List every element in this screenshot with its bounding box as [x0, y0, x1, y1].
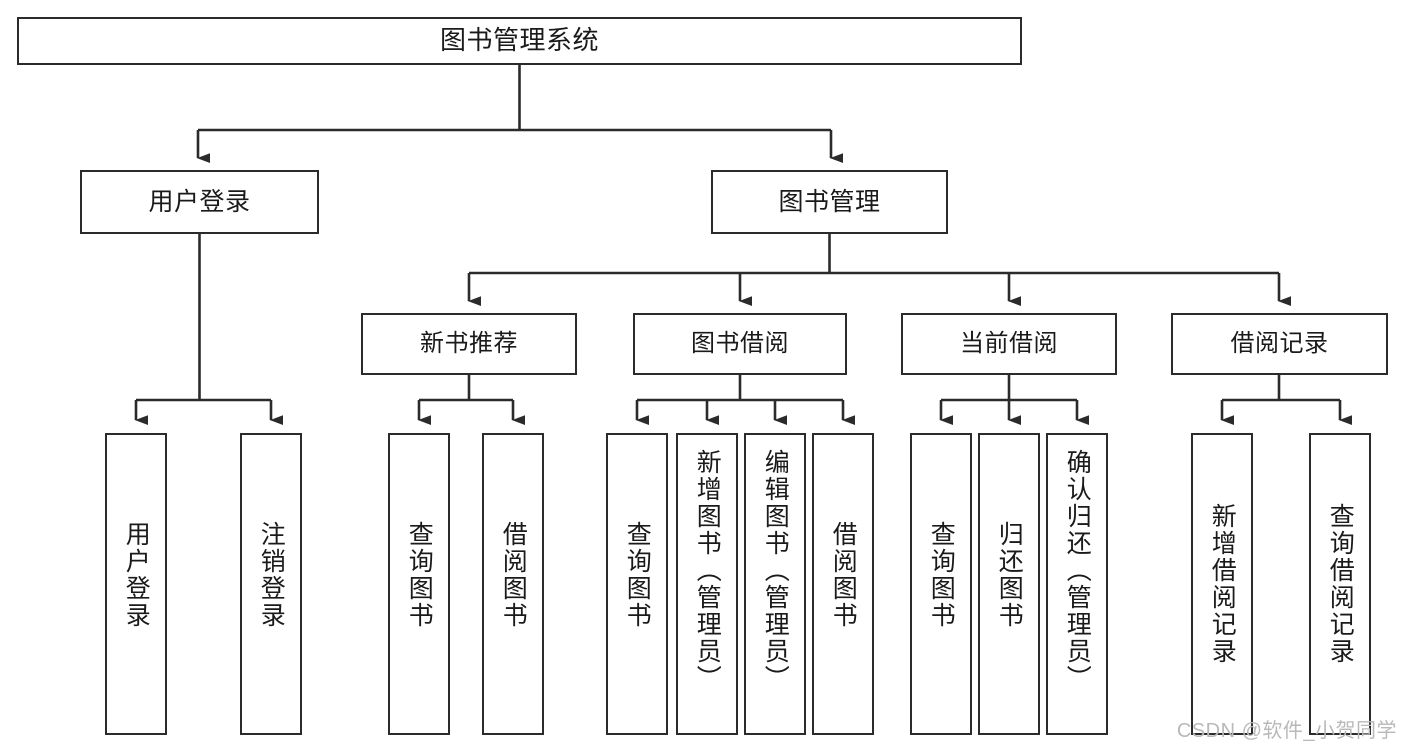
- node-label: 图书管理系统: [439, 25, 599, 56]
- leaf-confirm-return-admin[interactable]: 确认归还（管理员）: [1046, 433, 1108, 735]
- leaf-return-book[interactable]: 归还图书: [978, 433, 1040, 735]
- node-label: 归还图书: [995, 521, 1024, 629]
- leaf-add-book-admin[interactable]: 新增图书（管理员）: [676, 433, 738, 735]
- node-user-login[interactable]: 用户登录: [80, 170, 319, 234]
- leaf-user-login[interactable]: 用户登录: [105, 433, 167, 735]
- leaf-query-borrow-record[interactable]: 查询借阅记录: [1309, 433, 1371, 735]
- leaf-query-book-current[interactable]: 查询图书: [910, 433, 972, 735]
- node-label: 注销登录: [257, 521, 286, 629]
- node-label: 当前借阅: [960, 329, 1058, 357]
- node-label: 用户登录: [148, 188, 251, 216]
- csdn-watermark: CSDN @软件_小贺同学: [1176, 720, 1397, 742]
- node-book-management[interactable]: 图书管理: [711, 170, 948, 234]
- node-label: 确认归还（管理员）: [1063, 449, 1092, 692]
- node-label: 图书借阅: [691, 329, 789, 357]
- node-borrow-record[interactable]: 借阅记录: [1171, 313, 1388, 375]
- leaf-borrow-book-recommend[interactable]: 借阅图书: [482, 433, 544, 735]
- leaf-query-book-borrow[interactable]: 查询图书: [606, 433, 668, 735]
- node-label: 查询借阅记录: [1326, 503, 1355, 665]
- leaf-query-book-recommend[interactable]: 查询图书: [388, 433, 450, 735]
- node-book-borrow[interactable]: 图书借阅: [633, 313, 847, 375]
- leaf-borrow-book[interactable]: 借阅图书: [812, 433, 874, 735]
- node-label: 新增借阅记录: [1208, 503, 1237, 665]
- node-label: 查询图书: [623, 521, 652, 629]
- node-label: 图书管理: [778, 188, 881, 216]
- node-label: 查询图书: [405, 521, 434, 629]
- leaf-add-borrow-record[interactable]: 新增借阅记录: [1191, 433, 1253, 735]
- node-new-book-recommend[interactable]: 新书推荐: [361, 313, 577, 375]
- node-label: 用户登录: [122, 521, 151, 629]
- node-label: 查询图书: [927, 521, 956, 629]
- node-current-borrow[interactable]: 当前借阅: [901, 313, 1117, 375]
- leaf-logout[interactable]: 注销登录: [240, 433, 302, 735]
- node-root-book-management-system[interactable]: 图书管理系统: [17, 17, 1022, 65]
- node-label: 新书推荐: [420, 329, 518, 357]
- node-label: 借阅记录: [1230, 329, 1329, 357]
- node-label: 新增图书（管理员）: [693, 449, 722, 692]
- node-label: 编辑图书（管理员）: [761, 449, 790, 692]
- node-label: 借阅图书: [499, 521, 528, 629]
- leaf-edit-book-admin[interactable]: 编辑图书（管理员）: [744, 433, 806, 735]
- node-label: 借阅图书: [829, 521, 858, 629]
